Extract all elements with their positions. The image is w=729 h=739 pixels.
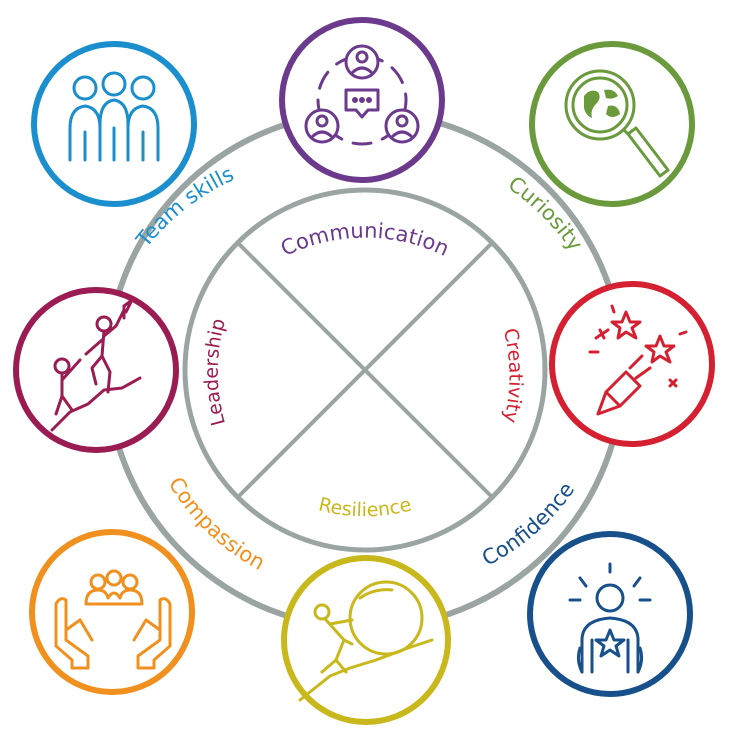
communication-icon: [279, 17, 445, 183]
team-icon: [31, 41, 197, 207]
caring-hands-icon: [29, 529, 195, 695]
globe-magnifier-icon: [529, 41, 695, 207]
confident-person-icon: [527, 531, 693, 697]
leadership-climb-icon: [13, 287, 179, 453]
boulder-push-icon: [281, 555, 451, 725]
divider-line-b: [236, 241, 494, 499]
pencil-stars-icon: [549, 281, 715, 447]
